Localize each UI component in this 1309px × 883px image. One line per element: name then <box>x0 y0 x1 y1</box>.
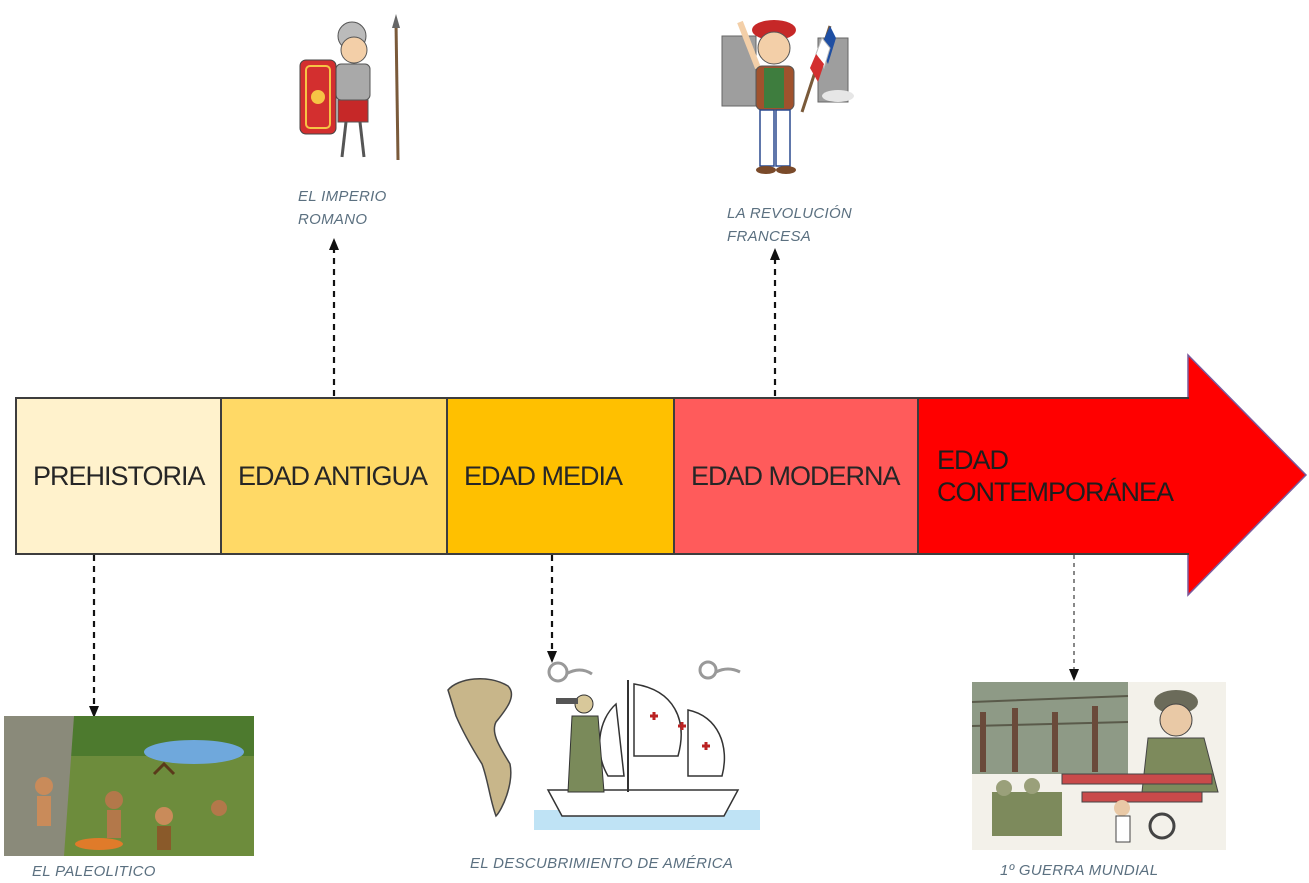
caravel-and-map-illustration <box>438 660 766 832</box>
caption-imperio-romano: EL IMPERIO ROMANO <box>298 188 387 228</box>
caption-descubrimiento: EL DESCUBRIMIENTO DE AMÉRICA <box>470 855 734 872</box>
french-revolutionary-illustration <box>718 8 856 183</box>
period-edad-media: EDAD MEDIA <box>446 397 675 555</box>
period-edad-antigua: EDAD ANTIGUA <box>220 397 448 555</box>
caption-paleolitico: EL PALEOLITICO <box>32 863 156 880</box>
caption-guerra-mundial: 1º GUERRA MUNDIAL <box>1000 862 1159 879</box>
period-label: EDAD CONTEMPORÁNEA <box>937 445 1174 507</box>
roman-soldier-illustration <box>292 12 410 172</box>
period-label: EDAD ANTIGUA <box>238 461 428 491</box>
period-label: EDAD MODERNA <box>691 461 901 491</box>
period-label: PREHISTORIA <box>33 461 206 491</box>
period-edad-moderna: EDAD MODERNA <box>673 397 919 555</box>
timeline-arrow-head <box>1187 353 1308 597</box>
world-war-one-illustration <box>972 682 1226 850</box>
period-edad-contemporanea: EDAD CONTEMPORÁNEA <box>917 397 1189 555</box>
period-prehistoria: PREHISTORIA <box>15 397 222 555</box>
period-label: EDAD MEDIA <box>464 461 623 491</box>
caption-revolucion-francesa: LA REVOLUCIÓN FRANCESA <box>727 205 853 245</box>
stone-age-scene-illustration <box>4 716 254 856</box>
